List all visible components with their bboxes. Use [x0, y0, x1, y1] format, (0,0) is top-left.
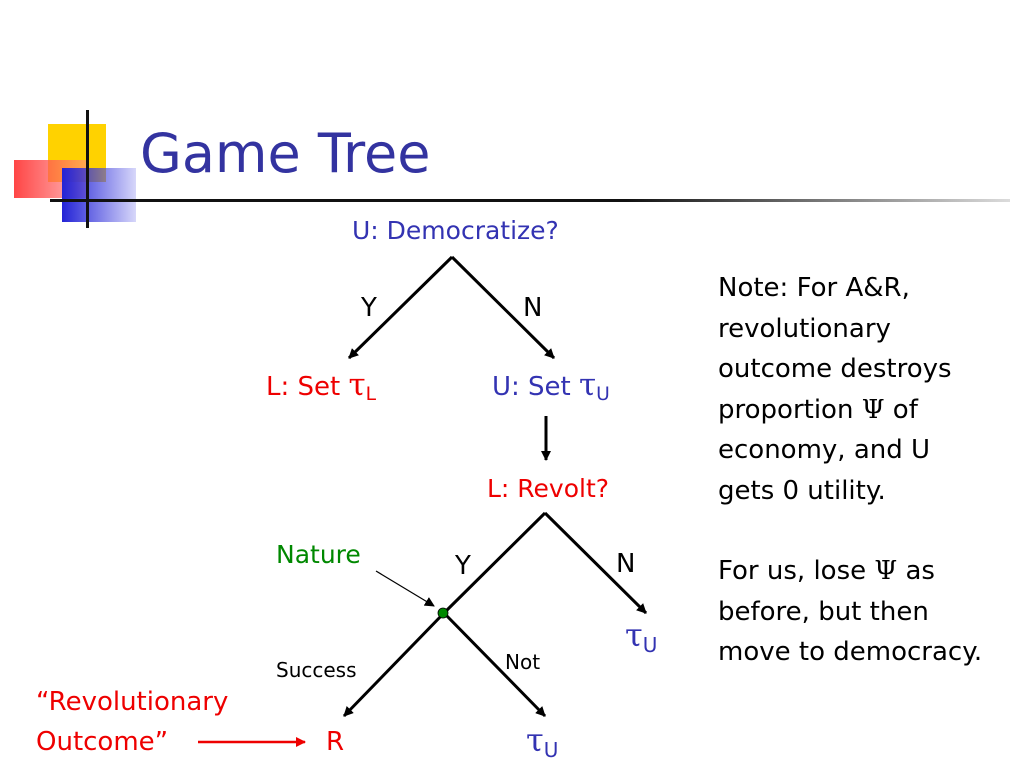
- note1-line: gets 0 utility.: [718, 475, 886, 506]
- nature-label: Nature: [276, 540, 361, 569]
- psi-symbol: Ψ: [874, 556, 898, 586]
- right-node-tau: τ: [579, 367, 597, 403]
- left-node-tau: τ: [348, 367, 366, 403]
- note-block-2: For us, lose Ψ as before, but then move …: [718, 551, 982, 673]
- outcome-label-line2: Outcome”: [36, 727, 169, 757]
- note1-line: economy, and U: [718, 435, 931, 465]
- revolt-no-label: N: [616, 549, 636, 579]
- nature-pointer: [375, 570, 435, 607]
- edge-root-no: [450, 255, 556, 360]
- edge-nature-not: [442, 611, 547, 718]
- decorative-blue-square: [62, 168, 136, 222]
- no-revolt-sub: U: [642, 632, 658, 657]
- note1-line: Note: For A&R,: [718, 273, 910, 303]
- no-revolt-tau: τ: [625, 616, 643, 654]
- not-sub: U: [543, 737, 559, 762]
- left-node-sub: L: [365, 384, 377, 406]
- right-node-label: U: Set τU: [492, 367, 610, 406]
- psi-symbol: Ψ: [861, 394, 885, 425]
- note2-line1-b: as: [897, 556, 935, 586]
- revolt-node-label: L: Revolt?: [487, 474, 610, 503]
- note2-line: before, but then: [718, 596, 929, 627]
- revolt-yes-label: Y: [455, 551, 471, 581]
- note1-line: outcome destroys: [718, 354, 952, 384]
- not-label: Not: [505, 650, 541, 674]
- right-node-prefix: U: Set: [492, 372, 580, 402]
- note1-line4-b: of: [884, 394, 918, 425]
- edge-root-yes: [347, 255, 454, 360]
- note2-line: move to democracy.: [718, 637, 983, 667]
- note1-line-psi: proportion Ψ of: [718, 390, 952, 431]
- outcome-label-line1: “Revolutionary: [36, 687, 229, 717]
- left-node-prefix: L: Set: [266, 372, 349, 402]
- edge-nature-success: [342, 611, 446, 718]
- note2-line1-a: For us, lose: [718, 556, 875, 586]
- not-payoff: τU: [526, 721, 559, 762]
- outcome-result: R: [326, 727, 345, 757]
- root-yes-label: Y: [361, 293, 377, 323]
- note-block-1: Note: For A&R, revolutionary outcome des…: [718, 268, 952, 511]
- note2-line-psi: For us, lose Ψ as: [718, 551, 982, 592]
- not-tau: τ: [526, 721, 544, 759]
- title-divider: [50, 199, 1010, 202]
- right-node-sub: U: [596, 384, 610, 406]
- page-title: Game Tree: [140, 122, 431, 185]
- root-no-label: N: [523, 293, 543, 323]
- edge-revolt-yes: [442, 511, 547, 615]
- success-label: Success: [276, 658, 357, 682]
- note1-line: revolutionary: [718, 313, 891, 344]
- decorative-vertical-line: [86, 110, 89, 228]
- edge-revolt-no: [543, 511, 648, 615]
- note1-line4-a: proportion: [718, 394, 862, 425]
- root-node-label: U: Democratize?: [352, 216, 559, 245]
- no-revolt-payoff: τU: [625, 616, 658, 657]
- left-node-label: L: Set τL: [266, 367, 377, 406]
- nature-node: [437, 607, 449, 619]
